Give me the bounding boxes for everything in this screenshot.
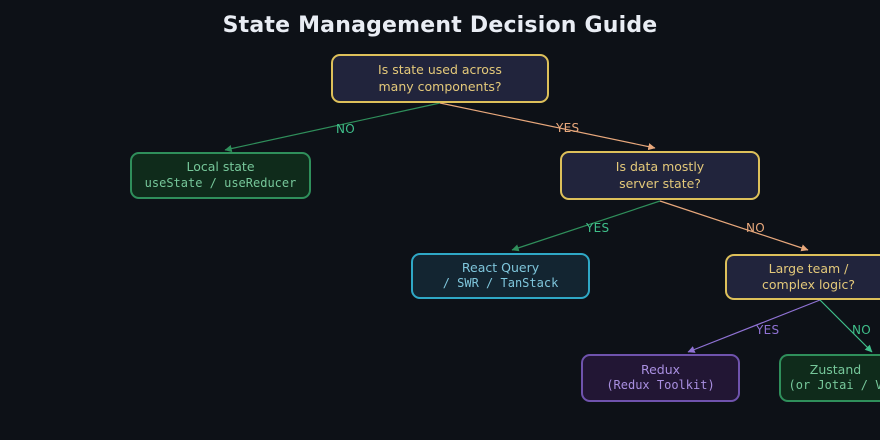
node-react-query-line2: / SWR / TanStack [442,276,559,291]
node-root-question[interactable]: Is state used across many components? [331,54,549,103]
edge-server-to-query [511,200,661,252]
node-team-question[interactable]: Large team / complex logic? [725,254,880,300]
node-server-question-line1: Is data mostly [615,159,705,174]
node-zustand-line2: (or Jotai / V [788,378,880,393]
node-zustand[interactable]: Zustand (or Jotai / V [779,354,880,402]
node-root-question-line1: Is state used across [378,62,502,77]
node-server-question[interactable]: Is data mostly server state? [560,151,760,200]
edge-label-root-yes: YES [556,121,580,135]
edge-label-server-no: NO [746,221,766,235]
node-zustand-line1: Zustand [809,361,862,377]
edge-label-team-yes: YES [756,323,780,337]
node-react-query[interactable]: React Query / SWR / TanStack [411,253,590,299]
edge-label-server-yes: YES [586,221,610,235]
edge-label-root-no: NO [336,122,356,136]
edge-label-team-no: NO [852,323,872,337]
edge-root-to-local [224,102,441,153]
node-server-question-line2: server state? [619,175,701,191]
node-root-question-line2: many components? [378,78,502,94]
node-local-state-line2: useState / useReducer [144,175,297,190]
node-redux[interactable]: Redux (Redux Toolkit) [581,354,740,402]
node-team-question-line2: complex logic? [762,277,855,292]
node-redux-line2: (Redux Toolkit) [606,378,715,393]
edge-team-to-redux [687,299,821,353]
edge-root-to-server [439,102,656,151]
edge-server-to-team [659,200,809,252]
node-react-query-line1: React Query [461,259,540,275]
node-team-question-line1: Large team / [768,260,849,276]
node-local-state-line1: Local state [186,159,255,175]
node-redux-line1: Redux [640,361,681,377]
edge-team-to-zustand [819,299,873,353]
node-local-state[interactable]: Local state useState / useReducer [130,152,311,199]
page-title: State Management Decision Guide [222,13,658,38]
